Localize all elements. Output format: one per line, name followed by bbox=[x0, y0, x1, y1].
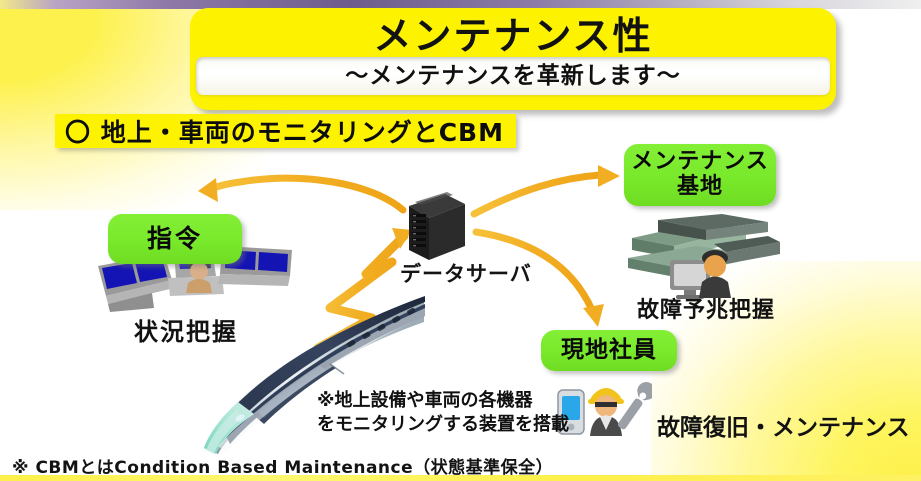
label-maintenance-base-line1: メンテナンス bbox=[631, 149, 769, 175]
title-banner: メンテナンス性 〜メンテナンスを革新します〜 bbox=[190, 8, 836, 110]
arrow-server-to-command-icon bbox=[198, 174, 407, 214]
field-worker-icon bbox=[557, 382, 652, 436]
arrow-server-to-base-icon bbox=[470, 165, 620, 218]
section-heading: 〇 地上・車両のモニタリングとCBM bbox=[55, 114, 516, 148]
train-monitoring-note-line2: をモニタリングする装置を搭載 bbox=[317, 413, 569, 435]
caption-failure-prediction: 故障予兆把握 bbox=[637, 298, 776, 323]
caption-failure-recovery: 故障復旧・メンテナンス bbox=[657, 415, 910, 441]
page-title: メンテナンス性 bbox=[373, 14, 653, 58]
page-subtitle: 〜メンテナンスを革新します〜 bbox=[345, 63, 681, 89]
label-maintenance-base-line2: 基地 bbox=[676, 174, 723, 199]
section-heading-label: 〇 地上・車両のモニタリングとCBM bbox=[65, 118, 504, 147]
maintenance-depot-icon bbox=[628, 214, 780, 299]
label-command-text: 指令 bbox=[146, 224, 203, 253]
background-top-strip bbox=[0, 0, 921, 9]
shinkansen-train-icon bbox=[204, 296, 425, 454]
footnote-cbm: ※ CBMとはCondition Based Maintenance（状態基準保… bbox=[12, 458, 554, 478]
label-field-staff-text: 現地社員 bbox=[561, 336, 657, 363]
background-bottom-strip bbox=[0, 475, 921, 481]
train-monitoring-note: ※地上設備や車両の各機器 をモニタリングする装置を搭載 bbox=[317, 389, 569, 437]
label-field-staff: 現地社員 bbox=[541, 330, 677, 371]
label-maintenance-base: メンテナンス 基地 bbox=[624, 144, 776, 206]
label-command: 指令 bbox=[108, 214, 242, 264]
caption-status-grasp: 状況把握 bbox=[134, 318, 238, 346]
arrow-server-to-staff-icon bbox=[472, 228, 604, 327]
caption-data-server: データサーバ bbox=[400, 262, 532, 286]
train-monitoring-note-line1: ※地上設備や車両の各機器 bbox=[317, 390, 533, 411]
server-icon bbox=[409, 192, 465, 260]
title-subtitle-bar: 〜メンテナンスを革新します〜 bbox=[196, 57, 830, 95]
